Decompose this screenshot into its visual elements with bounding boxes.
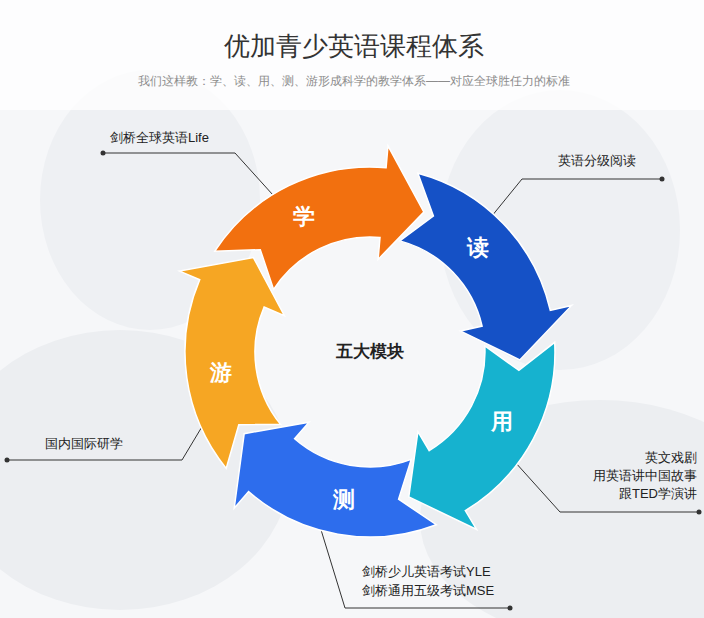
arrow-fill [234,422,436,537]
diagram-title: 优加青少英语课程体系 [224,30,484,64]
callout-text: 用英语讲中国故事 [593,468,697,485]
arrow-shape [232,420,439,539]
leader-dot [508,606,513,611]
callout-text: 剑桥通用五级考试MSE [362,583,494,600]
callout-text: 跟TED学演讲 [619,486,697,503]
leader-dot [5,458,10,463]
arrow-shape [397,171,574,362]
leader-dot [101,151,106,156]
leader-line [6,405,215,460]
segment-label: 游 [210,361,232,385]
arrow-fill [180,258,285,469]
callout-text: 剑桥全球英语Life [110,130,209,147]
segment-label: 读 [467,236,489,260]
cycle-arrow-segment: 测 [232,420,439,539]
callout-text: 剑桥少儿英语考试YLE [362,564,491,581]
cycle-arrow-segment: 用 [406,340,557,532]
segment-label: 用 [491,410,513,434]
arrow-fill [409,342,555,529]
subtitle: 我们这样教：学、读、用、测、游形成科学的教学体系——对应全球胜任力的标准 [138,74,570,90]
leader-line [515,462,700,512]
callout-text: 英语分级阅读 [558,153,636,170]
leader-dot [697,510,702,515]
segment-label: 测 [333,488,355,512]
leader-line [103,153,282,205]
callout-text: 英文戏剧 [645,450,697,467]
arrow-shape [406,340,557,532]
photo-fade [0,0,704,110]
leader-dot [660,177,665,182]
center-label: 五大模块 [336,341,404,363]
callout-text: 国内国际研学 [45,436,123,453]
leader-line [487,179,662,222]
segment-label: 学 [293,205,315,229]
cycle-arrow-segment: 读 [397,171,574,362]
arrow-fill [400,173,572,360]
cycle-arrow-segment: 游 [177,255,287,471]
